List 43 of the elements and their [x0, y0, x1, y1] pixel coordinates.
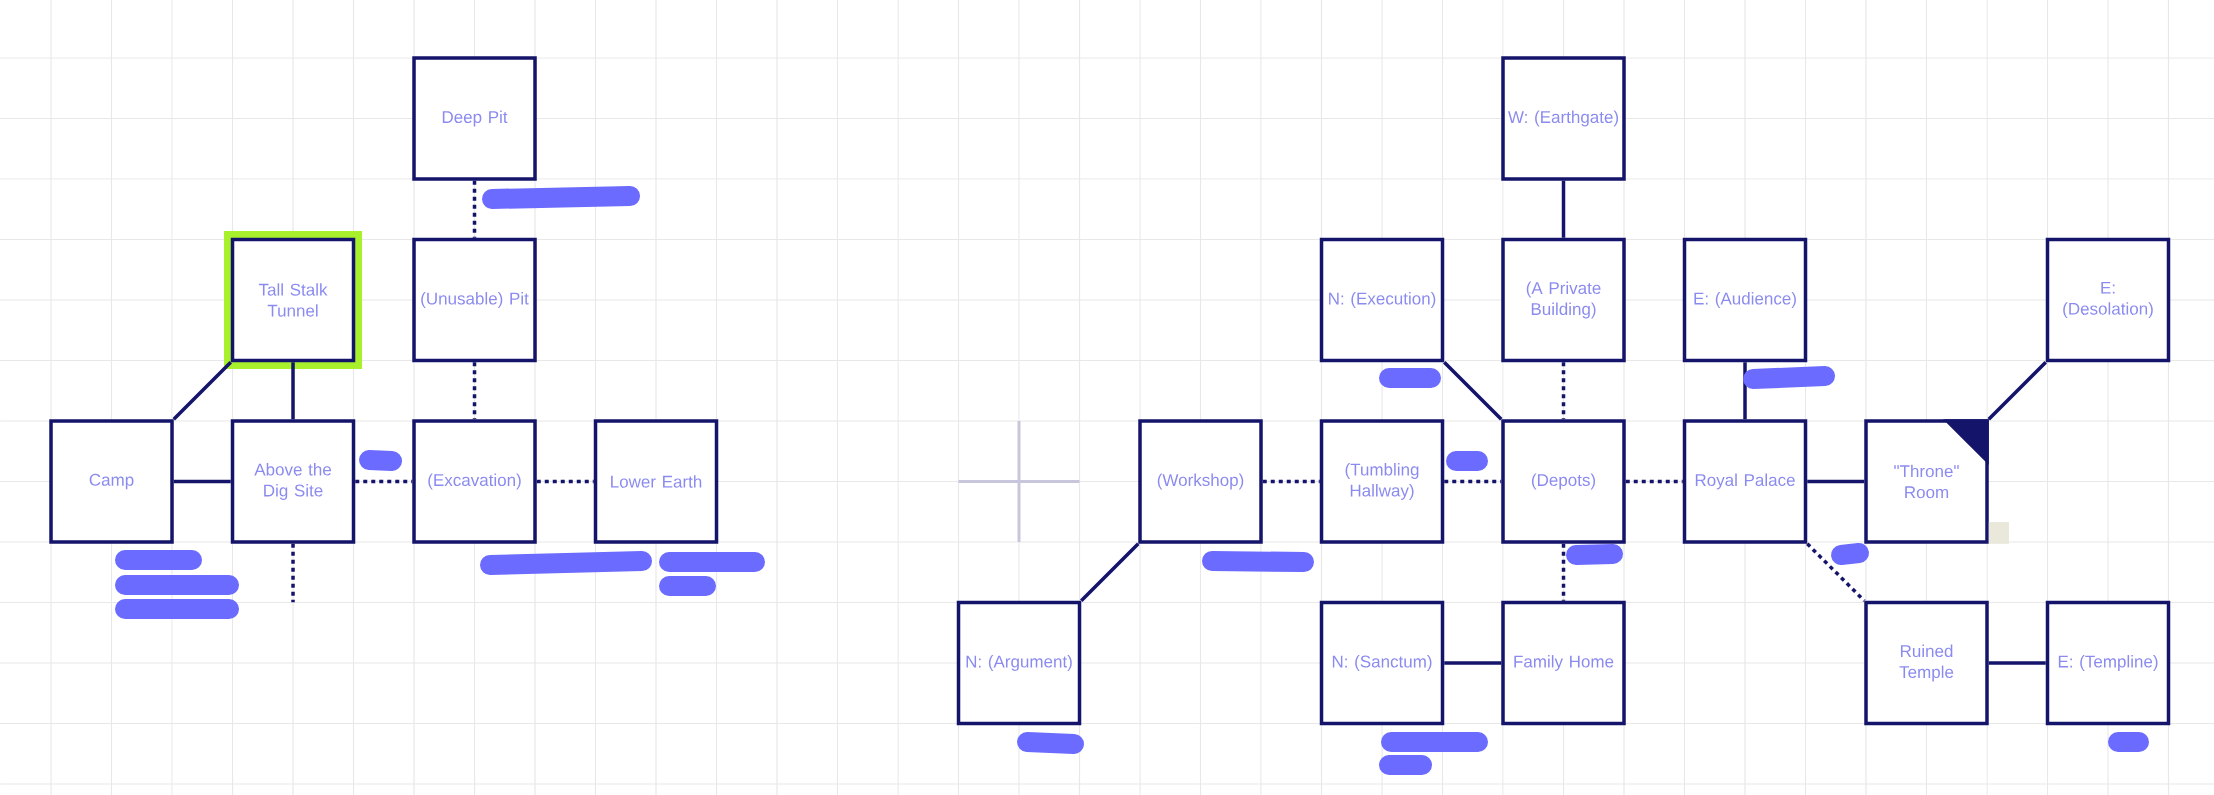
connector-line: [1262, 479, 1320, 484]
room-box: N: (Sanctum): [1319, 600, 1445, 726]
room-box: Lower Earth: [593, 419, 719, 544]
room-box: (Workshop): [1138, 419, 1263, 544]
connector-line: [173, 479, 231, 484]
connector-line: [1561, 362, 1566, 420]
connector-line: [1987, 361, 2047, 421]
room-box: Royal Palace: [1682, 419, 1808, 544]
room-box: (Unusable) Pit: [412, 237, 537, 363]
connector-line: [1743, 362, 1747, 420]
connector-line: [1561, 543, 1566, 601]
connector-line: [1444, 661, 1502, 665]
room-box: E: (Desolation): [2045, 237, 2171, 363]
room-box: Camp: [49, 419, 174, 544]
room-box: N: (Argument): [956, 600, 1082, 726]
connector-line: [291, 362, 295, 420]
room-box: (Tumbling Hallway): [1319, 419, 1445, 544]
connector-line: [355, 479, 413, 484]
connector-line: [1625, 479, 1683, 484]
room-box: Above the Dig Site: [230, 419, 356, 544]
connector-line: [1988, 661, 2046, 665]
room-box: (Depots): [1501, 419, 1626, 544]
room-box: (A Private Building): [1501, 237, 1626, 363]
room-box: E: (Templine): [2045, 600, 2171, 726]
connector-line: [1807, 479, 1865, 484]
room-box: E: (Audience): [1682, 237, 1808, 363]
connector-line: [1443, 361, 1503, 421]
connector-line: [1080, 542, 1140, 602]
connector-line: [1561, 180, 1566, 238]
connector-line: [472, 362, 477, 420]
room-box: "Throne" Room: [1864, 419, 1989, 544]
room-box: N: (Execution): [1319, 237, 1445, 363]
room-box: Ruined Temple: [1864, 600, 1989, 726]
connector-line: [472, 180, 477, 238]
connector-line: [536, 479, 594, 484]
connector-line: [291, 543, 295, 603]
selected-room-box: Tall Stalk Tunnel: [224, 231, 362, 369]
room-box: (Excavation): [412, 419, 537, 544]
connector-line: [1444, 479, 1502, 484]
room-box: Deep Pit: [412, 56, 537, 181]
room-box: W: (Earthgate): [1501, 56, 1626, 181]
connector-line: [172, 361, 232, 421]
room-box: Family Home: [1501, 600, 1626, 726]
